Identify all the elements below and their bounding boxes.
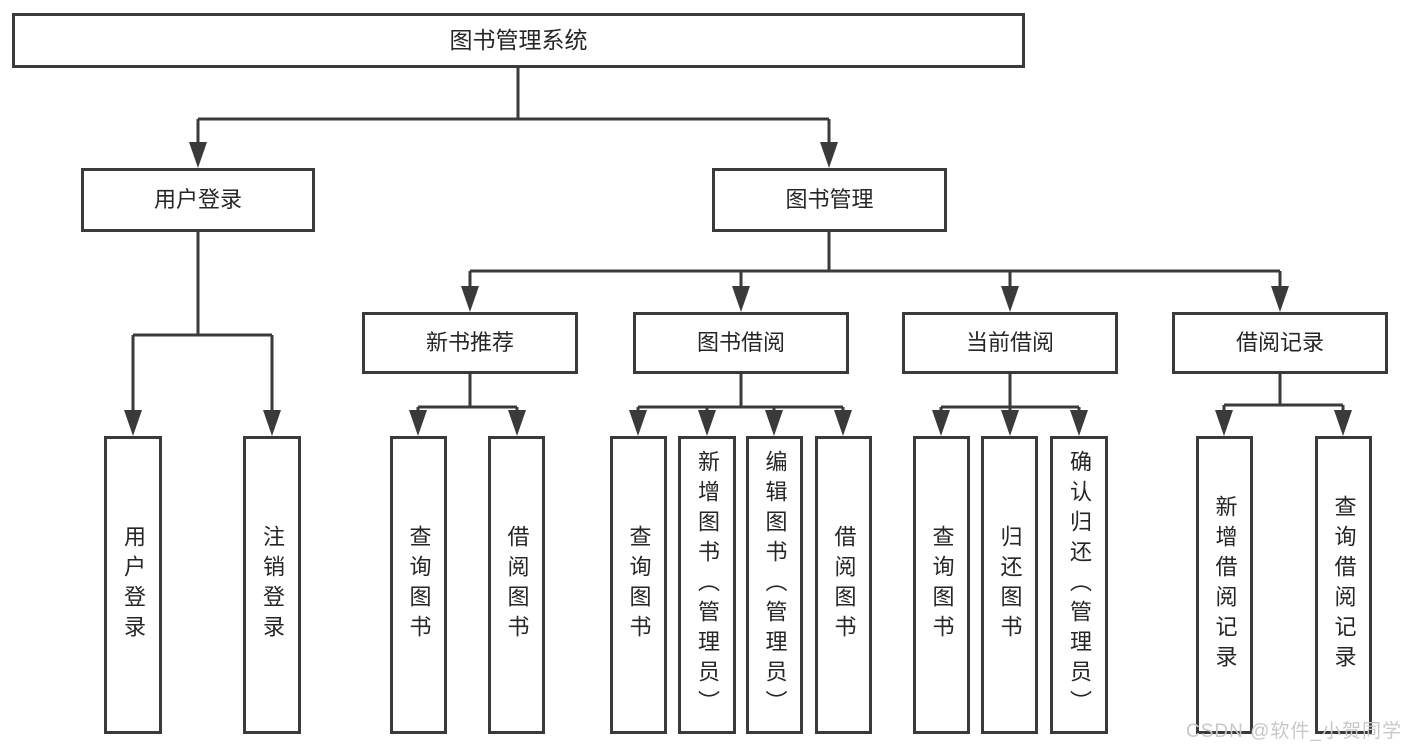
leaf-return-book: 归还图书 <box>981 436 1038 734</box>
leaf-label: 查询图书 <box>929 525 955 645</box>
leaf-label: 归还图书 <box>997 525 1023 645</box>
node-root: 图书管理系统 <box>12 13 1025 68</box>
leaf-edit-book-admin: 编辑图书（管理员） <box>746 436 803 734</box>
leaf-label: 借阅图书 <box>831 525 857 645</box>
leaf-confirm-return-admin: 确认归还（管理员） <box>1050 436 1108 734</box>
leaf-label: 借阅图书 <box>504 525 530 645</box>
leaf-label: 编辑图书（管理员） <box>762 450 788 720</box>
leaf-label: 确认归还（管理员） <box>1067 450 1092 720</box>
node-borrow-records: 借阅记录 <box>1172 312 1388 374</box>
leaf-label: 新增借阅记录 <box>1212 495 1238 675</box>
leaf-user-login: 用户登录 <box>104 436 162 734</box>
leaf-logout: 注销登录 <box>243 436 301 734</box>
leaf-label: 用户登录 <box>121 525 146 645</box>
node-current-borrow: 当前借阅 <box>902 312 1118 374</box>
csdn-watermark: CSDN @软件_小贺同学 <box>1186 721 1402 742</box>
branch-user-login: 用户登录 <box>81 168 315 232</box>
leaf-label: 查询图书 <box>406 525 432 645</box>
leaf-label: 注销登录 <box>260 525 285 645</box>
branch-book-management: 图书管理 <box>712 168 947 232</box>
node-new-book-recommend: 新书推荐 <box>362 312 578 374</box>
leaf-label: 查询图书 <box>626 525 652 645</box>
leaf-query-books-borrow: 查询图书 <box>610 436 667 734</box>
leaf-borrow-books-recommend: 借阅图书 <box>488 436 545 734</box>
leaf-query-books-current: 查询图书 <box>913 436 970 734</box>
node-book-borrow: 图书借阅 <box>633 312 849 374</box>
leaf-query-borrow-record: 查询借阅记录 <box>1315 436 1372 734</box>
leaf-query-books-recommend: 查询图书 <box>390 436 447 734</box>
leaf-label: 新增图书（管理员） <box>695 450 720 720</box>
leaf-label: 查询借阅记录 <box>1331 495 1357 675</box>
leaf-borrow-books: 借阅图书 <box>815 436 872 734</box>
leaf-add-borrow-record: 新增借阅记录 <box>1196 436 1253 734</box>
leaf-add-book-admin: 新增图书（管理员） <box>678 436 736 734</box>
